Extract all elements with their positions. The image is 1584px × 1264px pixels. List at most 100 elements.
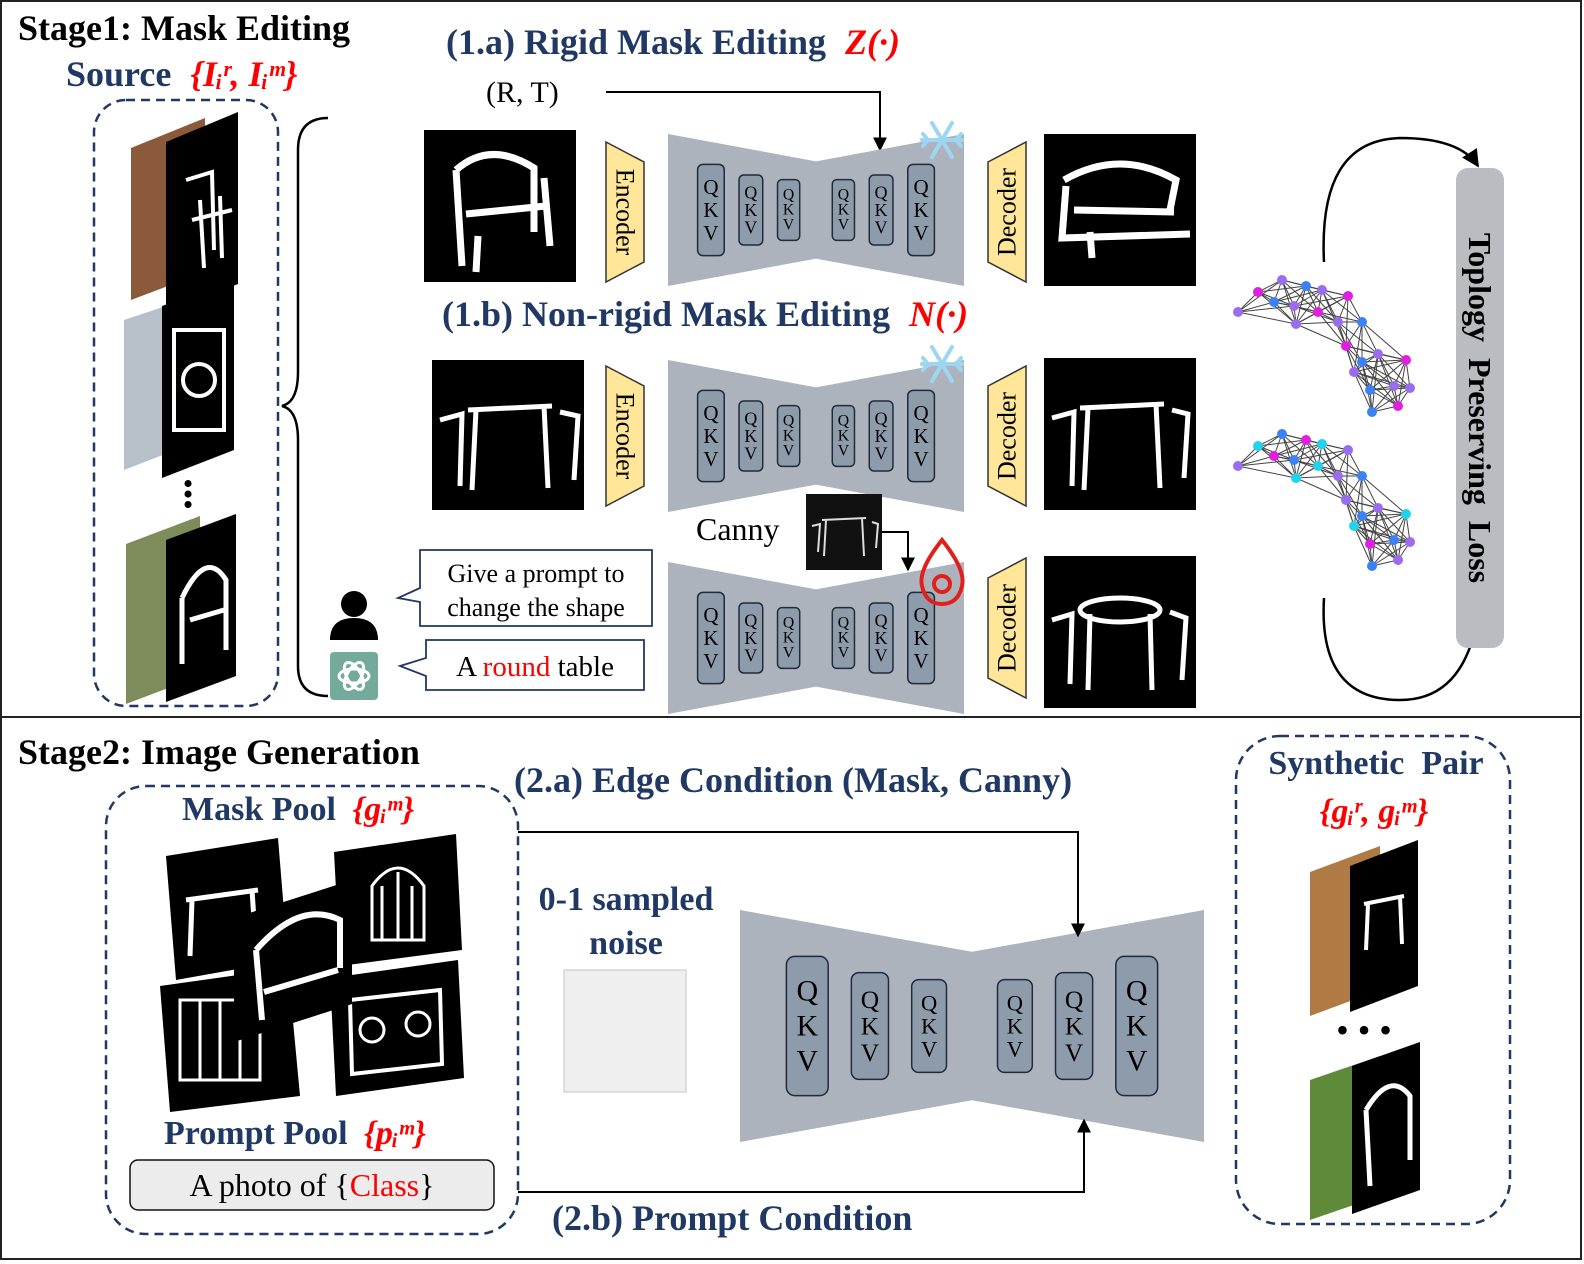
graph-node bbox=[1333, 317, 1343, 327]
qkv-token: Q bbox=[913, 603, 928, 627]
graph-edge bbox=[1257, 439, 1307, 447]
canny-arrow bbox=[882, 531, 915, 572]
qkv-attention-block: QKV bbox=[996, 978, 1034, 1074]
stage2-panel bbox=[0, 716, 1582, 1260]
graph-edge bbox=[1273, 455, 1297, 479]
graph-edge bbox=[1369, 389, 1399, 407]
graph-edge bbox=[1273, 289, 1323, 303]
chat-prompt-line-1: Give a prompt to bbox=[448, 559, 625, 588]
trainable-flame-icon bbox=[919, 536, 965, 607]
noise-label-line-2: noise bbox=[589, 925, 663, 962]
prompt-pool-set: {pᵢᵐ} bbox=[364, 1115, 426, 1152]
stage2-title: Stage2: Image Generation bbox=[18, 732, 420, 772]
graph-node bbox=[1349, 521, 1359, 531]
graph-node bbox=[1277, 429, 1287, 439]
graph-edge bbox=[1273, 285, 1307, 303]
qkv-token: K bbox=[744, 628, 757, 648]
graph-edge bbox=[1371, 539, 1395, 567]
graph-node bbox=[1233, 307, 1243, 317]
qkv-token: K bbox=[838, 630, 850, 647]
source-ellipsis: ••• bbox=[171, 478, 204, 510]
chat-answer-highlight: round bbox=[483, 651, 551, 683]
qkv-token: Q bbox=[913, 175, 928, 199]
graph-edge bbox=[1317, 465, 1363, 477]
qkv-token: K bbox=[1007, 1014, 1024, 1039]
graph-edge bbox=[1361, 361, 1399, 407]
graph-edge bbox=[1257, 291, 1297, 325]
graph-edge bbox=[1371, 541, 1411, 567]
graph-edge bbox=[1237, 459, 1295, 467]
graph-edge bbox=[1377, 353, 1411, 389]
qkv-token: K bbox=[875, 628, 888, 648]
graph-edge bbox=[1353, 513, 1407, 527]
prompt-template-post: } bbox=[419, 1167, 434, 1203]
synthetic-pair-box bbox=[1234, 734, 1512, 1226]
graph-edge bbox=[1281, 279, 1297, 325]
graph-node bbox=[1253, 441, 1263, 451]
graph-edge bbox=[1281, 433, 1297, 479]
frozen-snowflake-icon bbox=[920, 345, 964, 383]
rigid-heading-text: (1.a) Rigid Mask Editing bbox=[446, 22, 826, 62]
graph-edge bbox=[1337, 475, 1363, 517]
rigid-input-mask bbox=[424, 130, 576, 282]
qkv-attention-block: QKV bbox=[907, 163, 936, 257]
graph-edge bbox=[1345, 449, 1349, 501]
qkv-token: Q bbox=[783, 186, 795, 203]
graph-node bbox=[1253, 287, 1263, 297]
prompt-template-box bbox=[129, 1159, 495, 1211]
qkv-token: Q bbox=[744, 611, 757, 631]
graph-edge bbox=[1293, 295, 1349, 307]
graph-edge bbox=[1257, 445, 1297, 479]
qkv-token: V bbox=[875, 443, 888, 463]
graph-edge bbox=[1273, 443, 1323, 457]
graph-edge bbox=[1237, 301, 1275, 313]
qkv-token: V bbox=[783, 443, 795, 460]
graph-node bbox=[1365, 539, 1375, 549]
chat-prompt-line-2: change the shape bbox=[447, 593, 625, 622]
qkv-token: K bbox=[913, 198, 928, 222]
qkv-token: K bbox=[703, 198, 718, 222]
qkv-attention-block: QKV bbox=[776, 404, 801, 468]
graph-edge bbox=[1237, 465, 1297, 479]
qkv-attention-block: QKV bbox=[831, 404, 856, 468]
graph-node bbox=[1341, 495, 1351, 505]
edge-condition-arrow bbox=[518, 831, 1085, 938]
graph-node bbox=[1269, 451, 1279, 461]
graph-edge bbox=[1369, 513, 1407, 545]
rigid-symbol: Z(·) bbox=[844, 22, 900, 62]
graph-node bbox=[1389, 535, 1399, 545]
synthetic-pair-1 bbox=[1310, 840, 1418, 1016]
loss-bar bbox=[1456, 168, 1504, 648]
graph-node bbox=[1333, 471, 1343, 481]
source-pair-3 bbox=[126, 514, 236, 704]
qkv-attention-block: QKV bbox=[1054, 971, 1094, 1081]
qkv-token: Q bbox=[1007, 990, 1023, 1015]
decoder-label: Decoder bbox=[993, 392, 1022, 480]
graph-edge bbox=[1377, 353, 1395, 387]
mask-pool-heading: Mask Pool {gᵢᵐ} bbox=[182, 791, 414, 828]
qkv-token: Q bbox=[1126, 975, 1148, 1008]
graph-node bbox=[1301, 281, 1311, 291]
qkv-attention-block: QKV bbox=[776, 178, 801, 242]
noise-label-line-1: 0-1 sampled bbox=[539, 881, 714, 918]
noise-sample bbox=[563, 969, 687, 1093]
graph-node bbox=[1277, 275, 1287, 285]
qkv-token: Q bbox=[838, 186, 850, 203]
qkv-token: K bbox=[1065, 1012, 1084, 1041]
graph-node bbox=[1357, 511, 1367, 521]
qkv-attention-block: QKV bbox=[1115, 955, 1159, 1097]
qkv-token: Q bbox=[921, 990, 937, 1015]
qkv-token: K bbox=[783, 630, 795, 647]
qkv-token: V bbox=[913, 221, 928, 245]
decoder-label: Decoder bbox=[993, 584, 1022, 672]
decoder-label: Decoder bbox=[993, 168, 1022, 256]
source-pair-2 bbox=[124, 280, 234, 478]
qkv-token: V bbox=[838, 645, 850, 662]
decoder-block: Decoder bbox=[987, 364, 1027, 508]
graph-edge bbox=[1337, 321, 1379, 355]
qkv-token: Q bbox=[744, 409, 757, 429]
qkv-token: K bbox=[875, 200, 888, 220]
nonrigid-input-mask bbox=[432, 360, 584, 510]
mask-pool-set: {gᵢᵐ} bbox=[352, 791, 414, 828]
